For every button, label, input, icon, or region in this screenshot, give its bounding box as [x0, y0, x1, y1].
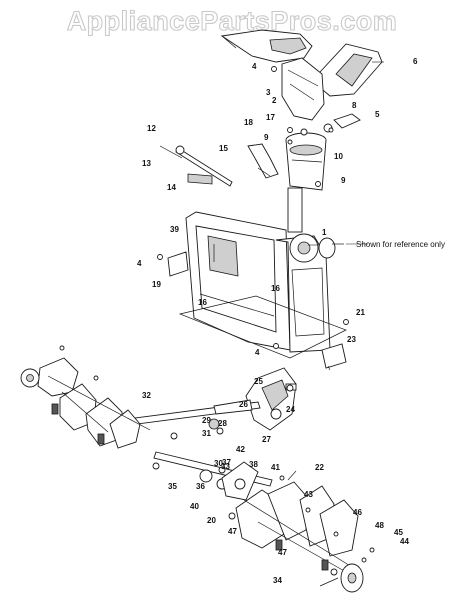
- hardware-small-parts: [152, 66, 375, 553]
- callout-2: 2: [272, 96, 277, 105]
- callout-29: 29: [202, 416, 211, 425]
- auger-gearbox: [245, 367, 297, 431]
- auger-spiral-left: [20, 357, 151, 449]
- callout-13: 13: [142, 159, 151, 168]
- skid-shoe-23: [321, 343, 347, 369]
- auger-end-hub-right: [330, 563, 364, 593]
- callout-14: 14: [167, 183, 176, 192]
- callout-30: 30: [214, 459, 223, 468]
- callout-27: 27: [262, 435, 271, 444]
- callout-16-left: 16: [198, 298, 207, 307]
- callout-44: 44: [400, 537, 409, 546]
- hardware-bolts-right: [319, 531, 367, 587]
- callout-9: 9: [264, 133, 269, 142]
- callout-24: 24: [286, 405, 295, 414]
- callout-22: 22: [315, 463, 324, 472]
- callout-32: 32: [142, 391, 151, 400]
- callout-41: 41: [271, 463, 280, 472]
- callout-46: 46: [353, 508, 362, 517]
- callout-33: 33: [221, 462, 230, 471]
- callout-36: 36: [196, 482, 205, 491]
- housing-base-plate: [178, 295, 347, 359]
- callout-47-lower: 47: [278, 548, 287, 557]
- chute-upper-body: [281, 57, 333, 133]
- callout-23: 23: [347, 335, 356, 344]
- callout-34: 34: [273, 576, 282, 585]
- callout-42: 42: [236, 445, 245, 454]
- auger-shaft-left-bolts: [59, 345, 99, 381]
- callout-37: 37: [222, 458, 231, 467]
- callout-15: 15: [219, 144, 228, 153]
- chute-rotation-gear-15: [247, 143, 279, 179]
- reference-part-1: [318, 237, 344, 259]
- callout-45: 45: [394, 528, 403, 537]
- callout-26: 26: [239, 400, 248, 409]
- skid-shoe-19: [167, 251, 189, 277]
- callout-16: 16: [271, 284, 280, 293]
- callout-12: 12: [147, 124, 156, 133]
- bearing-housing-38: [221, 461, 259, 501]
- reference-note: Shown for reference only: [356, 240, 445, 249]
- callout-20: 20: [207, 516, 216, 525]
- chute-crank-rod: [159, 145, 233, 187]
- callout-25: 25: [254, 377, 263, 386]
- callout-39: 39: [170, 225, 179, 234]
- callout-9-lower: 9: [341, 176, 346, 185]
- auger-housing: [185, 211, 331, 353]
- callout-4: 4: [252, 62, 257, 71]
- callout-38: 38: [249, 460, 258, 469]
- callout-43: 43: [304, 490, 313, 499]
- chute-deflector-top: [220, 29, 313, 63]
- callout-18: 18: [244, 118, 253, 127]
- chute-mount-shaft: [287, 187, 303, 233]
- callout-19: 19: [152, 280, 161, 289]
- auger-spiral-right: [235, 481, 361, 573]
- callout-10: 10: [334, 152, 343, 161]
- callout-35: 35: [168, 482, 177, 491]
- callout-40: 40: [190, 502, 199, 511]
- callout-6: 6: [413, 57, 418, 66]
- leader-lines: [287, 61, 384, 481]
- watermark-text: AppliancePartsPros.com: [67, 6, 398, 36]
- callout-3: 3: [266, 88, 271, 97]
- callout-8: 8: [352, 101, 357, 110]
- chute-extension-6: [317, 43, 383, 97]
- callout-48: 48: [375, 521, 384, 530]
- callout-17: 17: [266, 113, 275, 122]
- callout-28: 28: [218, 419, 227, 428]
- callout-4-left: 4: [137, 259, 142, 268]
- callout-5: 5: [375, 110, 380, 119]
- callout-4-bottom: 4: [255, 348, 260, 357]
- callout-1: 1: [322, 228, 327, 237]
- callout-47: 47: [228, 527, 237, 536]
- callout-31: 31: [202, 429, 211, 438]
- callout-21: 21: [356, 308, 365, 317]
- chute-bracket-5: [333, 113, 361, 129]
